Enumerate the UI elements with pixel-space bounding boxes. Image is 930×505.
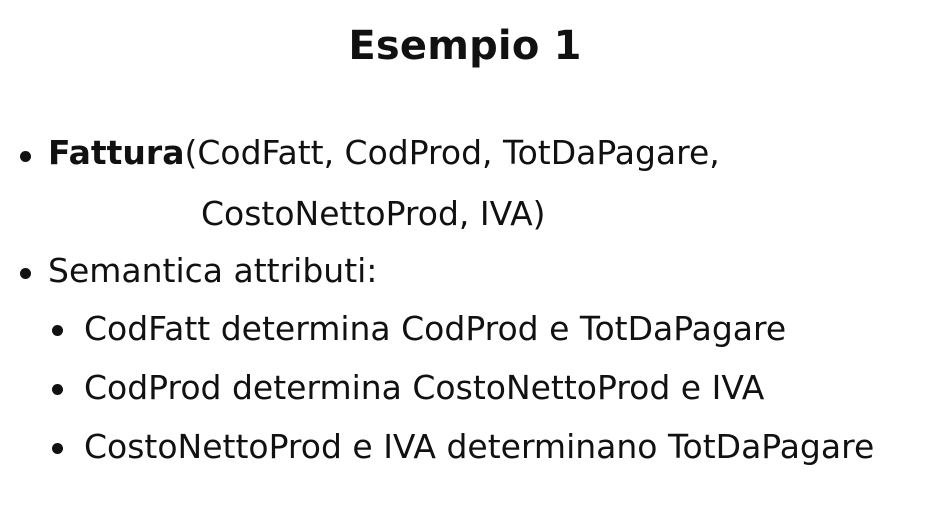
relation-attributes-line-1: (CodFatt, CodProd, TotDaPagare, [184,133,720,172]
sub-bullet-3: CostoNettoProd e IVA determinano TotDaPa… [84,427,875,466]
sub-bullet-1: CodFatt determina CodProd e TotDaPagare [84,309,787,348]
sub-bullet-marker-3 [52,443,63,454]
bullet-marker-1 [20,151,31,162]
slide-title: Esempio 1 [348,23,582,69]
bullet-marker-2 [20,268,31,279]
relation-attributes-line-2: CostoNettoProd, IVA) [201,194,546,233]
sub-bullet-2: CodProd determina CostoNettoProd e IVA [84,368,765,407]
sub-bullet-marker-1 [52,325,63,336]
bullet-semantica: Semantica attributi: [48,251,378,290]
bullet-fattura: Fattura(CodFatt, CodProd, TotDaPagare, [48,131,720,175]
sub-bullet-marker-2 [52,384,63,395]
relation-name: Fattura [48,133,185,172]
